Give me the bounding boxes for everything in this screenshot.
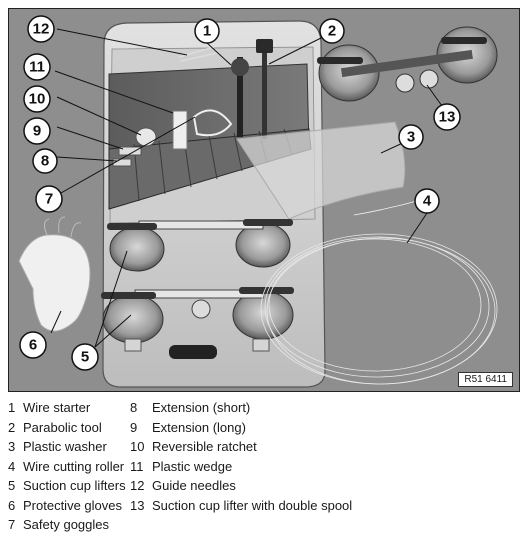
- legend-row: 3 Plastic washer 10 Reversible ratchet: [8, 437, 520, 457]
- callout-label: 3: [407, 129, 415, 146]
- legend-item: 12 Guide needles: [130, 476, 520, 496]
- suction-cup-lifters: [101, 219, 294, 344]
- legend-row: 2 Parabolic tool 9 Extension (long): [8, 418, 520, 438]
- callout-9: [23, 117, 51, 145]
- callout-5: [71, 343, 99, 371]
- legend-item: 13 Suction cup lifter with double spool: [130, 496, 520, 516]
- reversible-ratchet: [135, 127, 157, 147]
- legend-item-number: 4: [8, 458, 16, 474]
- legend-item-number: 12: [130, 478, 145, 493]
- callout-12: [27, 15, 55, 43]
- legend-item-label: Plastic washer: [23, 439, 107, 454]
- legend-row: 6 Protective gloves 13 Suction cup lifter w…: [8, 496, 520, 516]
- legend-item: 11 Plastic wedge: [130, 457, 520, 477]
- callout-label: 7: [45, 191, 53, 208]
- callout-1: [194, 18, 220, 44]
- case-handle: [169, 345, 217, 359]
- legend-item-number: 13: [130, 497, 145, 513]
- legend-item-label: Wire starter: [23, 400, 91, 415]
- callout-label: 1: [203, 23, 211, 40]
- legend-item-label: Guide needles: [152, 478, 236, 493]
- double-spool-suction-lifter: [317, 26, 498, 102]
- legend-item-number: 11: [130, 458, 144, 474]
- legend-item-label: Wire cutting roller: [23, 458, 125, 474]
- legend-item-label: Suction cup lifter with double spool: [152, 497, 353, 513]
- legend-item-label: Extension (short): [152, 400, 251, 415]
- callout-8: [32, 148, 58, 174]
- legend-item: 8 Extension (short): [130, 398, 520, 418]
- callout-3: [398, 124, 424, 150]
- legend-item-number: 1: [8, 400, 16, 415]
- case-latch: [252, 338, 270, 352]
- legend-item-label: Parabolic tool: [23, 419, 102, 435]
- parabolic-tool: [262, 39, 267, 139]
- callout-label: 8: [41, 153, 49, 170]
- wire-cutting-roller: [260, 198, 498, 385]
- legend-item-label: Protective gloves: [23, 497, 122, 513]
- callout-10: [23, 85, 51, 113]
- callout-label: 13: [439, 109, 456, 126]
- callout-7: [35, 185, 63, 213]
- plastic-wedge: [172, 110, 188, 150]
- callout-label: 11: [29, 59, 45, 76]
- legend-item-number: 3: [8, 439, 16, 454]
- legend-item: 7 Safety goggles: [8, 515, 130, 535]
- legend-item-number: 2: [8, 419, 16, 435]
- callout-label: 6: [29, 337, 37, 354]
- protective-gloves: [18, 234, 91, 332]
- legend-item-label: Suction cup lifters: [23, 478, 126, 493]
- callout-4: [414, 188, 440, 214]
- legend-item: 10 Reversible ratchet: [130, 437, 520, 457]
- parts-legend: 1 Wire starter 8 Extension (short) 2 Paraboli…: [8, 398, 520, 535]
- legend-item: 9 Extension (long): [130, 418, 520, 438]
- callout-11: [23, 53, 51, 81]
- callout-13: [433, 103, 461, 131]
- legend-item: 5 Suction cup lifters: [8, 476, 130, 496]
- legend-item-label: Safety goggles: [23, 517, 110, 532]
- safety-goggles: [192, 109, 233, 137]
- callout-6: [19, 331, 47, 359]
- legend-item-number: 9: [130, 419, 138, 435]
- legend-item-number: 10: [130, 439, 145, 454]
- legend-row: 7 Safety goggles: [8, 515, 520, 535]
- callout-label: 5: [81, 349, 89, 366]
- callout-2: [319, 18, 345, 44]
- legend-item-number: 7: [8, 517, 16, 532]
- callout-label: 9: [33, 123, 41, 140]
- guide-needles: [178, 46, 215, 58]
- wire-starter-tool: [237, 57, 243, 137]
- extension-short: [112, 158, 132, 167]
- callout-label: 4: [423, 193, 432, 210]
- legend-row: 1 Wire starter 8 Extension (short): [8, 398, 520, 418]
- legend-item: 4 Wire cutting roller: [8, 457, 130, 477]
- legend-item-number: 5: [8, 478, 16, 493]
- figure-reference-code: R51 6411: [458, 372, 513, 387]
- legend-row: 5 Suction cup lifters 12 Guide needles: [8, 476, 520, 496]
- legend-item: 2 Parabolic tool: [8, 418, 130, 438]
- legend-item-label: Plastic wedge: [152, 458, 233, 474]
- legend-item-label: Extension (long): [152, 419, 246, 435]
- legend-item: [130, 515, 520, 535]
- legend-item: 1 Wire starter: [8, 398, 130, 418]
- case-latch: [124, 338, 142, 352]
- legend-item-number: 6: [8, 497, 16, 513]
- legend-item: 3 Plastic washer: [8, 437, 130, 457]
- legend-item-number: 8: [130, 400, 138, 415]
- callout-label: 12: [33, 21, 50, 38]
- legend-item: 6 Protective gloves: [8, 496, 130, 516]
- callout-label: 10: [29, 91, 46, 108]
- legend-row: 4 Wire cutting roller 11 Plastic wedge: [8, 457, 520, 477]
- callout-label: 2: [328, 23, 336, 40]
- legend-item-label: Reversible ratchet: [152, 439, 257, 454]
- tool-kit-photo: 1 2 3 4 5 6 7 8 9 10 11 12 13 R51 6411: [8, 8, 520, 392]
- extension-long: [118, 146, 142, 156]
